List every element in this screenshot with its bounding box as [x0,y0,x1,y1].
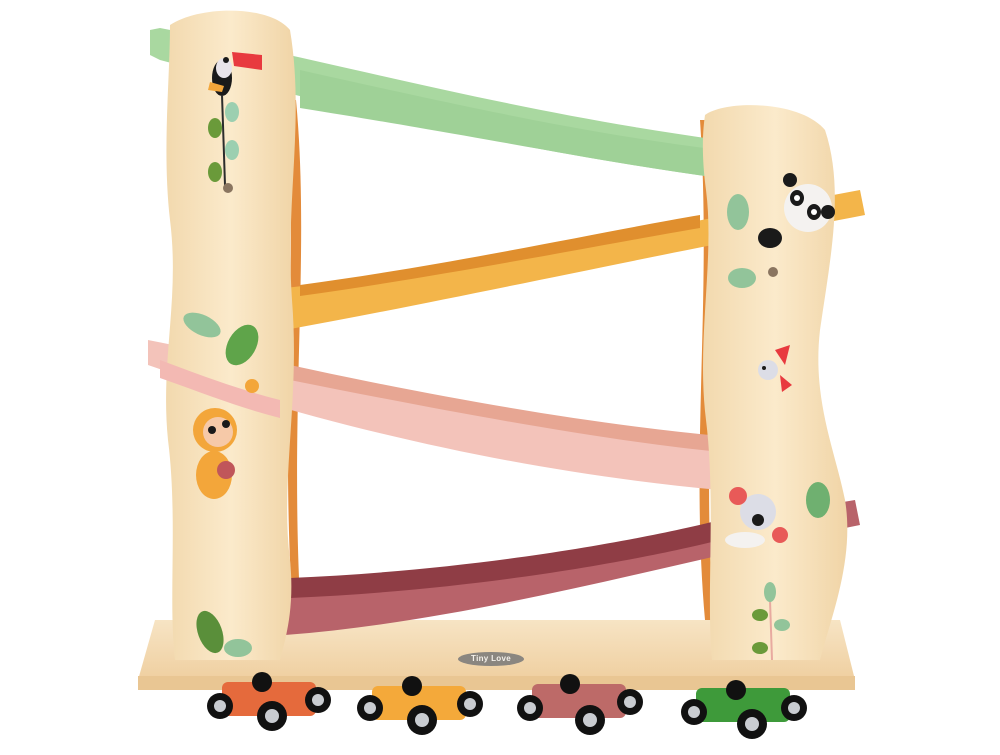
left-post [160,10,296,660]
pink-branch-decal [160,360,280,418]
bottom-leaves-decal [196,610,252,657]
leaves-decal [183,312,259,366]
sloth-decal [193,379,259,499]
koala-decal [725,487,788,548]
car-rose [517,674,643,735]
leaf-sprig-decal [752,582,790,661]
leaf-decal-2 [728,268,756,288]
car-yellow [357,676,483,735]
leaf-vine-decal [208,94,239,193]
right-post [702,105,848,661]
brand-logo: Tiny Love [458,652,524,666]
car-orange [207,672,331,731]
bird-decal [758,345,792,392]
screw [768,267,778,277]
toucan-decal [208,52,262,96]
panda-decal [758,173,835,248]
leaf-decal-3 [806,482,830,518]
leaf-decal [727,194,749,230]
car-green [681,680,807,739]
base-platform [138,620,855,690]
